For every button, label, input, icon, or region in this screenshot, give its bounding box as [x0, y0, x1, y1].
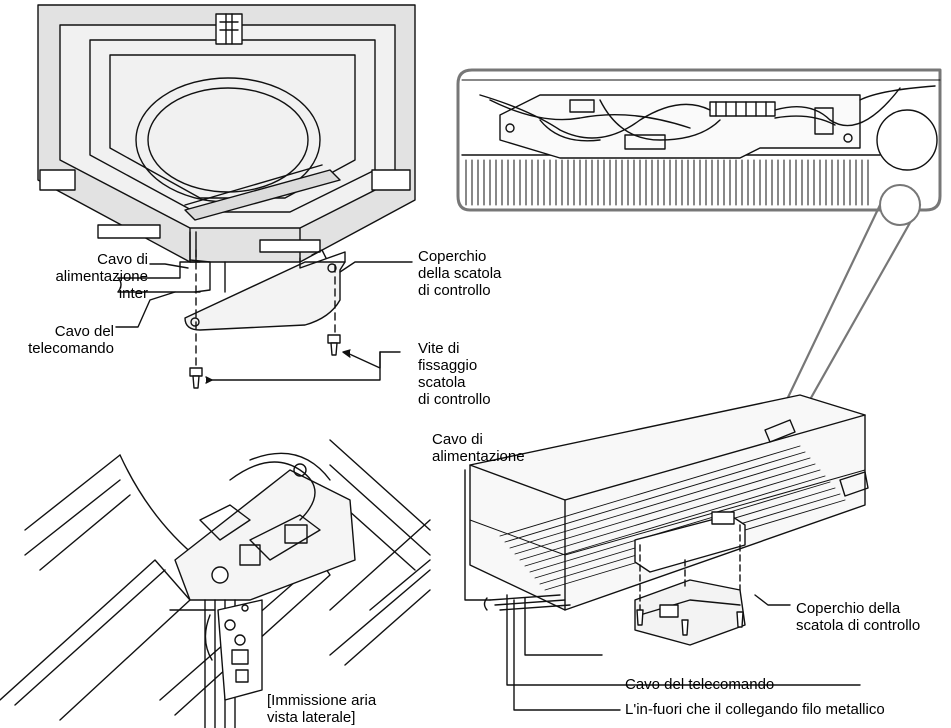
label-line: Coperchio [418, 248, 487, 265]
control-box-cover-top [184, 249, 346, 331]
label-line: Cavo di [97, 251, 148, 268]
label-line: fissaggio [418, 357, 478, 374]
label-remote-cable-top: Cavo del telecomando [20, 323, 114, 357]
label-line: di controllo [418, 391, 491, 408]
label-line: Cavo del [54, 323, 114, 340]
label-line: alimentazione [432, 448, 525, 465]
label-line: scatola di controllo [796, 617, 921, 634]
zoom-detail-panel [456, 68, 942, 212]
label-line: scatola [418, 374, 466, 391]
label-line: Coperchio della [796, 600, 901, 617]
label-line: alimentazione [55, 268, 148, 285]
label-line: inter [118, 285, 148, 302]
screws-top [189, 334, 341, 389]
label-line: [Immissione aria [267, 692, 377, 709]
label-power-cable-inter: Cavo di alimentazione inter [20, 251, 148, 302]
label-line: telecomando [28, 340, 114, 357]
power-cable-left [117, 259, 226, 293]
label-line: Cavo di [432, 431, 483, 448]
air-intake-side-view [0, 439, 431, 728]
label-wire-note: L'in-fuori che il collegando filo metall… [625, 701, 885, 718]
label-line: vista laterale] [267, 709, 356, 726]
label-line: Vite di [418, 340, 460, 357]
cassette-panel-top-view [37, 4, 416, 263]
label-side-view: [Immissione aria vista laterale] [267, 692, 376, 726]
label-power-cable-right: Cavo di alimentazione [432, 431, 525, 465]
control-box-part-bottom [634, 579, 746, 646]
indoor-unit-perspective [469, 394, 869, 611]
label-control-box-cover-right: Coperchio della scatola di controllo [796, 600, 920, 634]
label-line: di controllo [418, 282, 491, 299]
label-line: della scatola [418, 265, 502, 282]
label-fixing-screw: Vite di fissaggio scatola di controllo [418, 340, 491, 408]
label-remote-cable-bottom: Cavo del telecomando [625, 676, 775, 693]
label-control-box-cover-top: Coperchio della scatola di controllo [418, 248, 501, 299]
